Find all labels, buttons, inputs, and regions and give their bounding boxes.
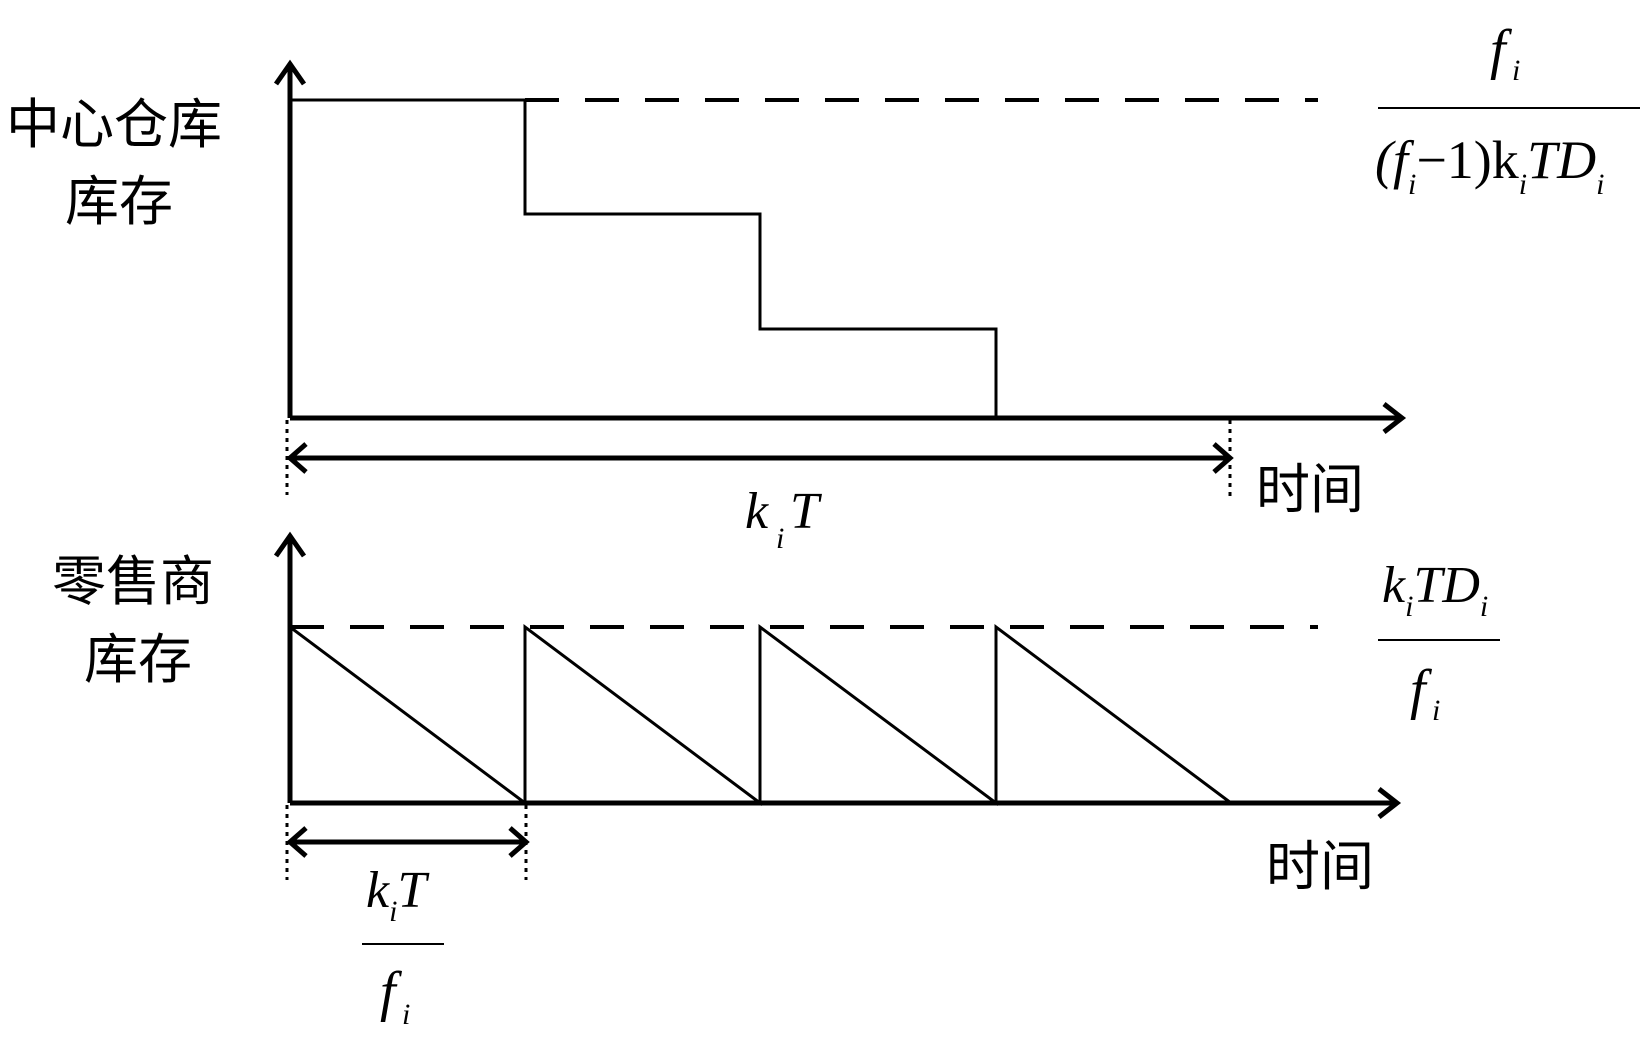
top-denom-sub2: i [1519,168,1527,201]
bottom-level-label: kiTDi f i [1378,557,1500,727]
bottom-y-label-line2: 库存 [84,628,192,691]
top-span-label-k: k [745,483,769,540]
top-level-label: f i (fi−1)kiTDi [1375,19,1640,201]
top-level-numerator: f [1490,19,1513,81]
bottom-level-TD: TD [1413,557,1479,614]
top-y-label-line2: 库存 [65,170,173,233]
top-span-label-T: T [790,483,822,540]
top-x-axis-arrowhead [1382,402,1407,434]
top-panel: 中心仓库 库存 时间 k i T f i (fi−1)kiTDi [6,19,1640,555]
bottom-span-denominator: f [380,961,403,1023]
top-span-arrowhead-left [286,442,308,474]
top-span-label: k i T [745,483,822,555]
bottom-level-numerator: kiTDi [1382,557,1488,623]
top-level-numerator-sub: i [1512,54,1520,87]
top-y-label-line1: 中心仓库 [6,93,222,156]
bottom-x-axis-arrowhead [1377,787,1402,819]
bottom-level-denominator-sub: i [1432,694,1440,727]
bottom-span-k-sub: i [389,895,397,928]
bottom-level-denominator: f [1410,659,1433,721]
top-level-denominator: (fi−1)kiTDi [1375,130,1605,201]
retailer-inventory-sawtooth [289,624,1232,806]
bottom-span-numerator: kiT [366,862,429,928]
top-denom-sub3: i [1596,168,1604,201]
top-denom-sub1: i [1408,168,1416,201]
top-denom-part3: TD [1527,130,1596,190]
bottom-level-TD-sub: i [1480,590,1488,623]
bottom-y-axis-arrowhead [273,531,307,558]
top-y-axis-arrowhead [273,59,307,86]
bottom-span-denominator-sub: i [402,998,410,1031]
bottom-span-k: k [366,862,390,919]
bottom-y-label-line1: 零售商 [52,550,214,613]
bottom-span-arrowhead-right [508,826,530,858]
bottom-panel: 零售商 库存 时间 kiTDi f i kiT f i [52,531,1500,1031]
bottom-level-k: k [1382,557,1406,614]
bottom-span-T: T [397,862,429,919]
top-span-arrowhead-right [1212,442,1234,474]
bottom-span-arrowhead-left [286,826,308,858]
top-span-label-sub: i [776,522,784,555]
warehouse-inventory-staircase [290,98,998,418]
top-x-label: 时间 [1256,458,1364,521]
bottom-level-k-sub: i [1405,590,1413,623]
bottom-x-label: 时间 [1266,835,1374,898]
bottom-span-label: kiT f i [362,862,444,1031]
top-denom-part2: −1)k [1416,130,1518,190]
